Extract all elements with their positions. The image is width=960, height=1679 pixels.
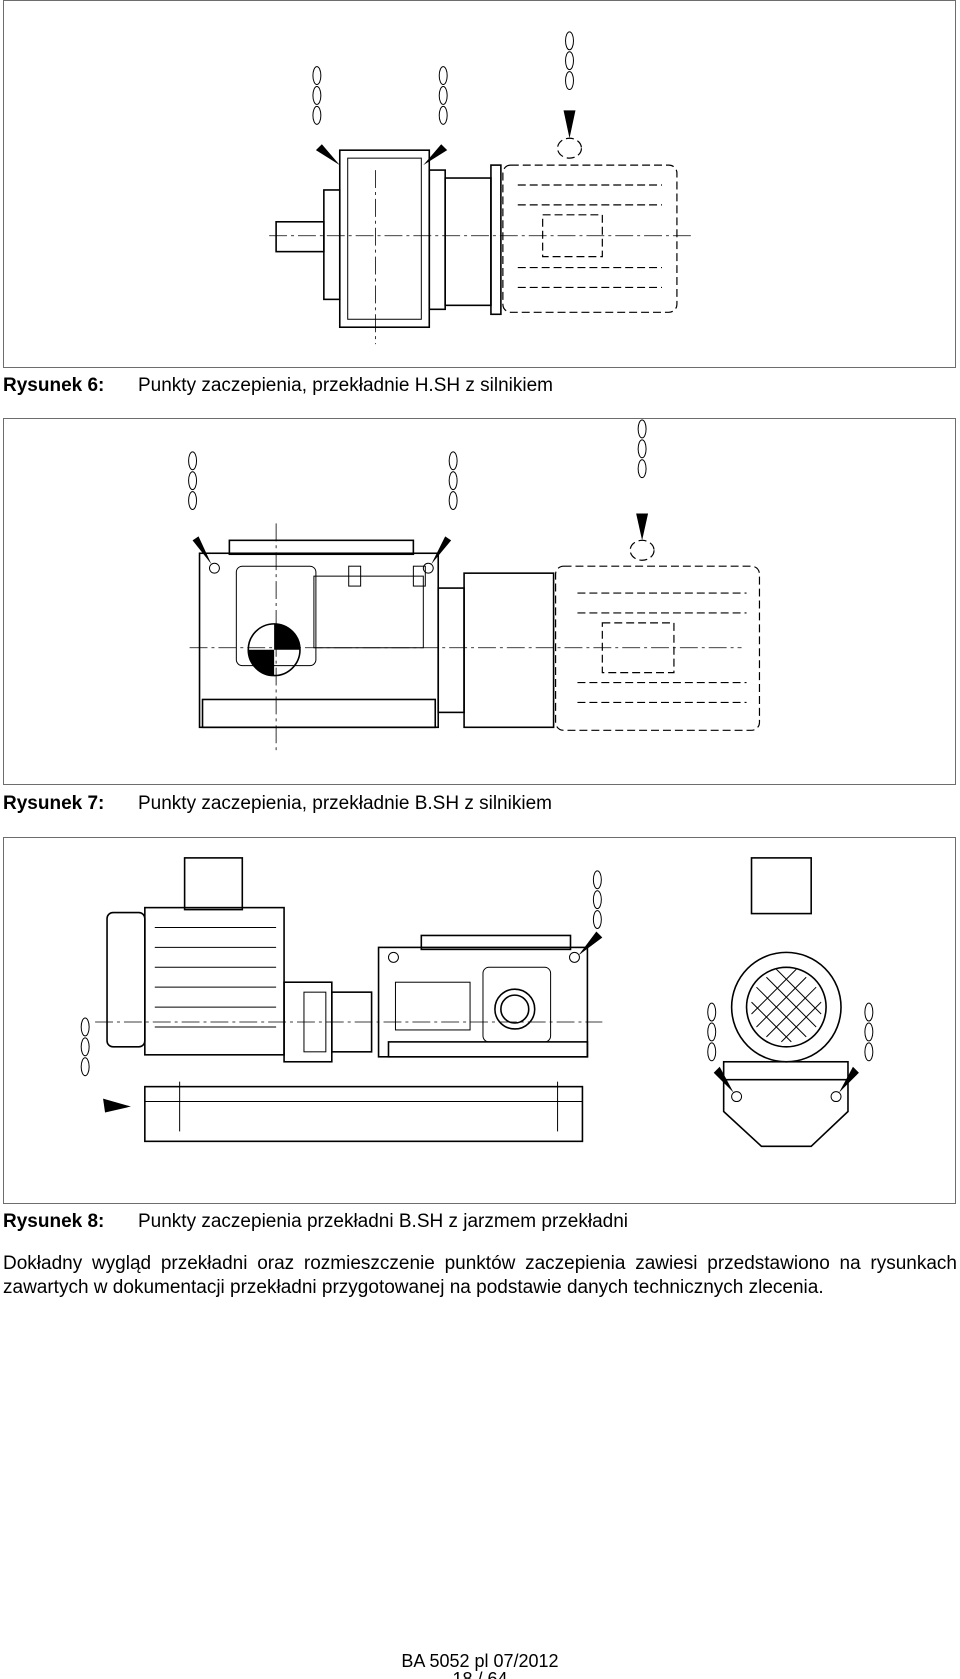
figure-8-svg: [80, 857, 874, 1148]
figure-8-number: Rysunek 8:: [3, 1211, 105, 1232]
footer-doc-id: BA 5052 pl 07/2012: [401, 1651, 559, 1671]
figure-8-caption: Rysunek 8: Punkty zaczepienia przekładni …: [3, 1211, 628, 1233]
figure-6-caption: Rysunek 6: Punkty zaczepienia, przekładni…: [3, 375, 553, 397]
footer-page-number: 18 / 64: [452, 1669, 508, 1679]
figure-7-drawing: [3, 418, 956, 785]
figure-7-number: Rysunek 7:: [3, 793, 105, 814]
figure-8-text: Punkty zaczepienia przekładni B.SH z jar…: [138, 1211, 628, 1232]
figure-6-svg: [269, 31, 692, 345]
figure-6-number: Rysunek 6:: [3, 375, 105, 396]
figure-7-svg: [188, 419, 761, 753]
figure-7-text: Punkty zaczepienia, przekładnie B.SH z s…: [138, 793, 552, 814]
figure-8-drawing: [3, 837, 956, 1204]
figure-6-drawing: [3, 0, 956, 368]
figure-6-text: Punkty zaczepienia, przekładnie H.SH z s…: [138, 375, 554, 396]
body-paragraph: Dokładny wygląd przekładni oraz rozmiesz…: [3, 1253, 957, 1298]
figure-7-caption: Rysunek 7: Punkty zaczepienia, przekładni…: [3, 793, 552, 815]
